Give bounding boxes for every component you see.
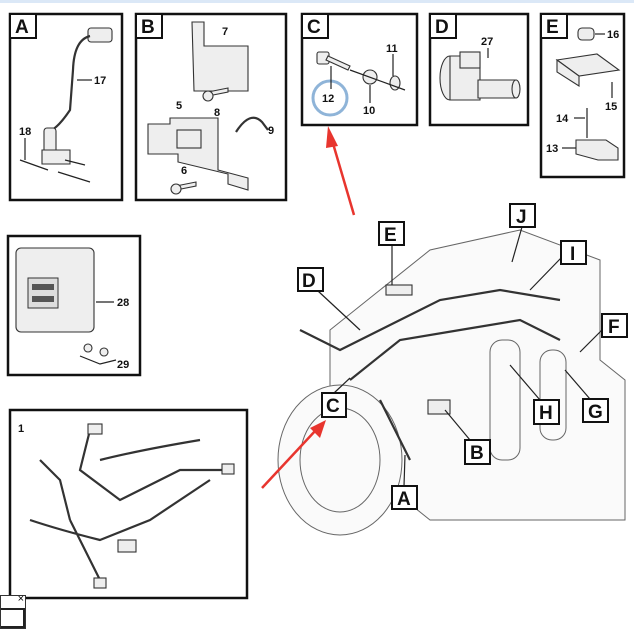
panel-c: C 11 12 10 xyxy=(300,12,419,127)
callout-j: J xyxy=(509,203,536,263)
part-label-1: 1 xyxy=(18,423,24,435)
part-label-16: 16 xyxy=(607,29,619,41)
bracket-7 xyxy=(191,21,249,92)
part-label-11: 11 xyxy=(386,43,398,55)
callout-letter: E xyxy=(384,225,397,246)
panel-a: A 17 18 xyxy=(8,12,124,202)
part-label-6: 6 xyxy=(181,165,187,177)
engine-callouts: E J D I F C H G B A xyxy=(297,203,628,510)
bracket-5 xyxy=(147,117,249,191)
panel-d: D 27 xyxy=(428,12,530,127)
callout-letter: G xyxy=(588,402,603,423)
engine-illustration xyxy=(277,229,626,536)
top-strip xyxy=(0,0,634,3)
highlight-circle xyxy=(311,79,349,117)
callout-h: H xyxy=(509,364,560,425)
callout-letter: B xyxy=(470,443,484,464)
panel-d-tag: D xyxy=(435,17,449,38)
callout-d: D xyxy=(297,267,361,331)
part-label-27: 27 xyxy=(481,36,493,48)
part-label-13: 13 xyxy=(546,143,558,155)
callout-c: C xyxy=(321,377,351,418)
callout-letter: D xyxy=(302,271,316,292)
callout-f: F xyxy=(579,313,628,353)
sensor-connector xyxy=(87,27,113,43)
part-label-14: 14 xyxy=(556,113,569,125)
part-label-12: 12 xyxy=(322,93,334,105)
part-label-18: 18 xyxy=(19,126,31,138)
callout-letter: J xyxy=(516,207,527,228)
part-label-17: 17 xyxy=(94,75,106,87)
part-label-15: 15 xyxy=(605,101,617,113)
panel-c-tag: C xyxy=(307,17,321,38)
panel-e: E 16 15 14 13 xyxy=(539,12,626,179)
red-arrow-to-part-12 xyxy=(326,126,356,216)
panel-a-tag: A xyxy=(15,17,29,38)
mini-window-body xyxy=(1,608,25,628)
red-arrow-to-callout-c xyxy=(261,420,326,489)
callout-letter: C xyxy=(326,396,340,417)
part-label-8: 8 xyxy=(214,107,220,119)
callout-letter: I xyxy=(570,244,575,265)
part-label-29: 29 xyxy=(117,359,129,371)
panel-b: B 7 8 5 9 6 xyxy=(134,12,288,202)
callout-letter: H xyxy=(539,403,553,424)
callout-b: B xyxy=(444,409,491,465)
panel-e-tag: E xyxy=(546,17,559,38)
part-label-5: 5 xyxy=(176,100,182,112)
close-icon[interactable]: × xyxy=(17,593,24,605)
panel-ecu: 28 29 xyxy=(6,234,142,377)
part-label-7: 7 xyxy=(222,26,228,38)
callout-e: E xyxy=(378,221,405,285)
part-label-10: 10 xyxy=(363,105,375,117)
callout-i: I xyxy=(529,240,587,291)
mini-window[interactable]: × xyxy=(0,593,26,629)
panel-harness: 1 xyxy=(8,408,249,600)
callout-letter: A xyxy=(397,489,411,510)
part-label-28: 28 xyxy=(117,297,129,309)
part-label-9: 9 xyxy=(268,125,274,137)
callout-letter: F xyxy=(608,317,620,338)
callout-g: G xyxy=(564,369,609,423)
callout-a: A xyxy=(391,454,418,510)
panel-b-tag: B xyxy=(141,17,155,38)
